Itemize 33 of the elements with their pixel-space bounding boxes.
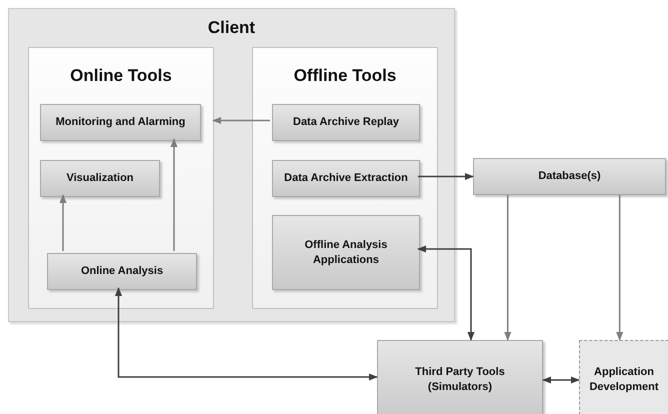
arrow	[616, 195, 624, 341]
group-panel	[252, 47, 438, 309]
group-panel	[28, 47, 214, 309]
container-box	[8, 8, 455, 322]
process-box	[40, 160, 160, 197]
box-label: Data Archive Replay	[292, 115, 400, 130]
process-box	[272, 215, 420, 290]
arrow	[542, 376, 580, 384]
box-label: Offline Analysis Applications	[304, 238, 388, 268]
box-label: Third Party Tools (Simulators)	[414, 365, 506, 395]
process-box	[272, 160, 420, 197]
box-label: Application Development	[588, 365, 660, 395]
arrow	[504, 195, 512, 341]
arrow	[417, 245, 475, 341]
arrow	[418, 172, 474, 180]
process-box	[473, 158, 666, 195]
process-box	[377, 340, 543, 414]
group-title: Offline Tools	[292, 66, 398, 86]
group-title: Online Tools	[69, 66, 173, 86]
process-box	[40, 104, 201, 141]
box-label: Online Analysis	[80, 264, 164, 279]
box-label: Visualization	[65, 171, 135, 186]
box-label: Data Archive Extraction	[283, 171, 409, 186]
arrow	[212, 116, 270, 124]
arrow	[59, 194, 67, 251]
box-label: Database(s)	[537, 169, 602, 184]
arrow	[170, 138, 178, 251]
box-label: Monitoring and Alarming	[54, 115, 186, 130]
group-title: Client	[206, 18, 256, 38]
process-box	[272, 104, 420, 141]
arrow	[114, 287, 378, 381]
dashed-box	[579, 340, 668, 414]
process-box	[47, 253, 197, 290]
